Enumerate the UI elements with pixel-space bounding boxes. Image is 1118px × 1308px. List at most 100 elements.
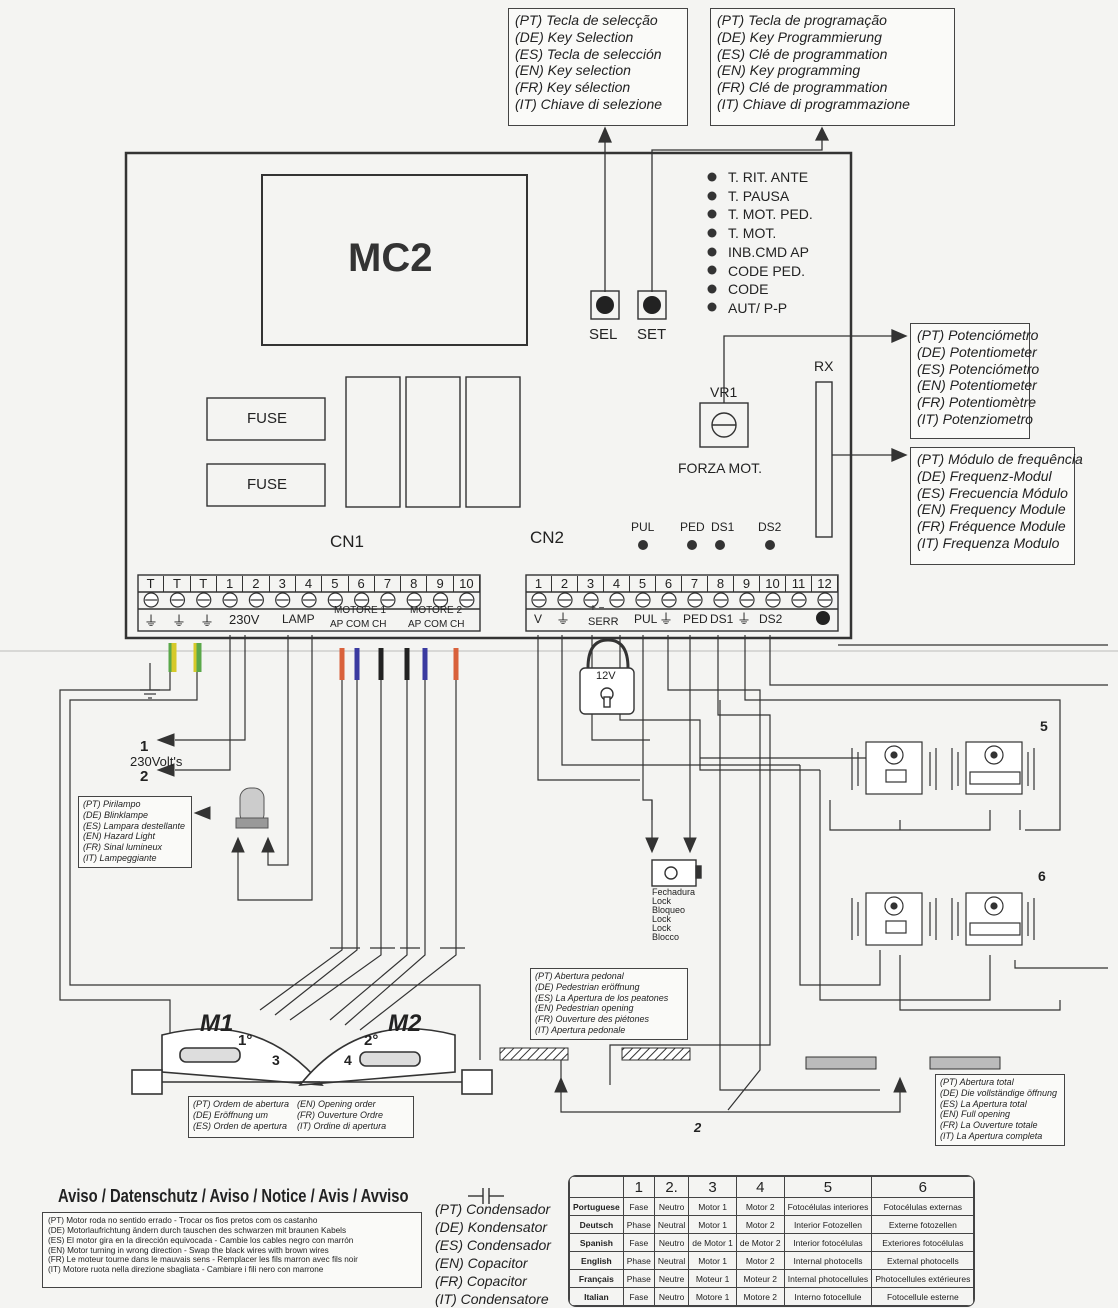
capacitor-label: (DE) Kondensator (435, 1219, 548, 1235)
table-header-cell: 5 (783, 1176, 873, 1198)
terminal-number: 6 (349, 576, 375, 592)
led-label: AUT/ P-P (728, 299, 788, 316)
callout-line: (FR) Fréquence Module (917, 518, 1066, 535)
terminal-number: 7 (682, 576, 708, 592)
table-cell: Français (569, 1269, 624, 1288)
lock-label: Blocco (652, 932, 680, 942)
lock-label: Lock (652, 923, 672, 933)
led-label: T. MOT. PED. (728, 206, 813, 223)
m1-label: M1 (200, 1010, 234, 1037)
callout-line: (EN) Potentiometer (917, 377, 1037, 394)
terminal-motore2: MOTORE 2 (410, 605, 463, 616)
table-cell: Photocellules extérieures (871, 1269, 975, 1288)
table-cell: Exteriores fotocélulas (871, 1233, 975, 1252)
control-board (124, 151, 853, 640)
terminal-serr: SERR (588, 616, 619, 628)
callout-line: (PT) Módulo de frequência (917, 451, 1083, 467)
key-selection-callout: (PT) Tecla de selecção(DE) Key Selection… (508, 8, 688, 126)
terminal-number: 8 (708, 576, 734, 592)
gate-motors (131, 1028, 493, 1095)
photocell-6-label: 6 (1038, 868, 1046, 884)
lock-label: Lock (652, 896, 672, 906)
led-label: CODE PED. (728, 262, 806, 279)
terminal-number: 8 (401, 576, 428, 592)
rx-label: RX (814, 358, 834, 374)
table-cell: Fotocellule esterne (871, 1287, 975, 1306)
terminal-lamp: LAMP (282, 612, 315, 626)
terminal-number: 9 (427, 576, 454, 592)
table-cell: Moteur 2 (735, 1269, 785, 1288)
callout-line: (FR) La Ouverture totale (940, 1120, 1038, 1131)
table-cell: Neutro (653, 1197, 690, 1216)
callout-line: (DE) Potentiometer (917, 343, 1037, 360)
padlock-voltage: 12V (596, 670, 616, 682)
callout-line: (IT) Apertura pedonale (535, 1024, 626, 1035)
notice-line: (EN) Motor turning in wrong direction - … (48, 1245, 329, 1255)
mc2-chip (261, 174, 528, 346)
earth-symbols: ⏚⏚⏚ (144, 613, 228, 629)
volts-label: 230Volt's (130, 754, 183, 769)
ds1-led-label: DS1 (711, 520, 735, 534)
set-label[interactable]: SET (637, 326, 667, 343)
opening-order-callout: (PT) Ordem de abertura(DE) Eröffnung um(… (188, 1096, 414, 1138)
terminal-ground-2: ⏚ (659, 611, 673, 627)
callout-line: (DE) Eröffnung um (193, 1109, 269, 1120)
m1-number: 3 (272, 1052, 280, 1068)
callout-line: (EN) Key selection (515, 62, 631, 79)
notice-box: (PT) Motor roda no sentido errado - Troc… (42, 1212, 422, 1288)
notice-line: (DE) Motorlaufrichtung ändern durch taus… (48, 1225, 347, 1235)
table-cell: External photocells (871, 1251, 975, 1270)
callout-line: (DE) Pedestrian eröffnung (535, 981, 640, 992)
terminal-motore1-sub: AP COM CH (330, 619, 387, 630)
cn2-block (525, 574, 839, 632)
callout-line: (FR) Clé de programmation (717, 79, 888, 96)
table-cell: Neutro (653, 1233, 690, 1252)
table-cell: de Motor 1 (688, 1233, 737, 1252)
table-cell: Italian (569, 1287, 624, 1306)
relay-3 (465, 376, 521, 508)
table-cell: Phase (622, 1251, 655, 1270)
led-label: CODE (728, 281, 769, 298)
led-label: T. PAUSA (728, 187, 790, 204)
cn1-block (137, 574, 481, 632)
table-cell: Neutre (653, 1269, 690, 1288)
vr1-label: VR1 (710, 384, 738, 400)
terminal-number: 7 (375, 576, 402, 592)
notice-line: (ES) El motor gira en la dirección equiv… (48, 1235, 354, 1245)
m2-number: 4 (344, 1052, 352, 1068)
capacitor-label: (FR) Copacitor (435, 1273, 527, 1289)
fuse-1 (206, 397, 326, 441)
callout-line: (IT) La Apertura completa (940, 1130, 1043, 1141)
hazard-light-icon (235, 787, 269, 829)
terminal-number: T (191, 576, 217, 592)
table-cell: Fase (622, 1197, 655, 1216)
sel-label[interactable]: SEL (589, 326, 618, 343)
terminal-ds1: DS1 (710, 612, 734, 626)
terminal-number: T (138, 576, 165, 592)
callout-line: (ES) La Apertura de los peatones (535, 992, 669, 1003)
rx-module (815, 381, 833, 538)
table-header-cell: 2. (653, 1176, 690, 1198)
relay-1 (345, 376, 401, 508)
table-cell: Fotocélulas interiores (783, 1197, 873, 1216)
hazard-light-callout: (PT) Pirilampo(DE) Blinklampe(ES) Lampar… (78, 796, 192, 868)
mc2-title: MC2 (348, 236, 433, 280)
table-cell: Internal photocellules (783, 1269, 873, 1288)
table-cell: Motore 1 (688, 1287, 737, 1306)
callout-line: (ES) Orden de apertura (193, 1120, 288, 1131)
callout-line: (EN) Key programming (717, 62, 861, 79)
table-cell: Moteur 1 (688, 1269, 737, 1288)
m2-label: M2 (388, 1010, 422, 1037)
terminal-number: 1 (217, 576, 244, 592)
callout-line: (IT) Chiave di selezione (515, 95, 663, 112)
table-cell: Spanish (569, 1233, 624, 1252)
terminal-serr-pm: + − (590, 603, 605, 614)
terminal-number: 5 (630, 576, 656, 592)
